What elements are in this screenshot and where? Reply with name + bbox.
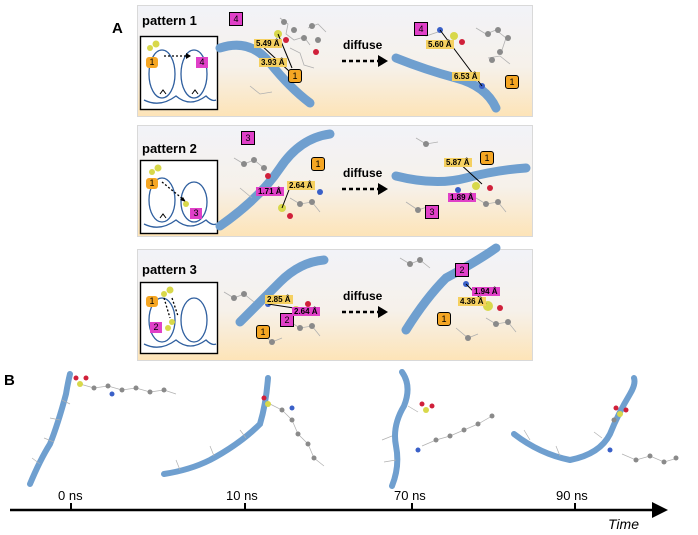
pattern-1-title: pattern 1 bbox=[142, 13, 197, 28]
pattern-2-diffuse-label: diffuse bbox=[343, 166, 383, 180]
pattern-2-before-marker-b: 3 bbox=[241, 131, 255, 145]
pattern-2-diffuse-arrow bbox=[342, 183, 388, 195]
pattern-3-schematic-marker-b: 2 bbox=[150, 322, 162, 333]
pattern-1-schematic-marker-b: 4 bbox=[196, 57, 208, 68]
pattern-3-schematic-marker-a: 1 bbox=[146, 296, 158, 307]
pattern-1-distance-1: 5.49 Å bbox=[254, 39, 282, 48]
pattern-3-title: pattern 3 bbox=[142, 262, 197, 277]
snapshot-70ns bbox=[381, 369, 495, 489]
pattern-1-after-marker-b: 4 bbox=[414, 22, 428, 36]
pattern-2-title: pattern 2 bbox=[142, 141, 197, 156]
snapshot-10ns bbox=[161, 375, 325, 477]
pattern-2-distance-2: 1.71 Å bbox=[256, 187, 284, 196]
pattern-1-before-marker-b: 4 bbox=[229, 12, 243, 26]
pattern-1-distance-2: 3.93 Å bbox=[259, 58, 287, 67]
tick-label-70ns: 70 ns bbox=[394, 488, 426, 503]
pattern-3-schematic bbox=[139, 281, 219, 355]
time-axis-label: Time bbox=[608, 516, 639, 532]
pattern-3-snapshot-before bbox=[223, 255, 329, 345]
pattern-1-distance-3: 5.60 Å bbox=[426, 40, 454, 49]
pattern-3-diffuse-arrow bbox=[342, 306, 388, 318]
tick-label-90ns: 90 ns bbox=[556, 488, 588, 503]
snapshot-90ns bbox=[511, 375, 679, 465]
pattern-3-before-marker-b: 2 bbox=[280, 313, 294, 327]
pattern-2-schematic-marker-b: 3 bbox=[190, 208, 202, 219]
panel-a-label: A bbox=[112, 20, 123, 37]
pattern-1-after-marker-a: 1 bbox=[505, 75, 519, 89]
pattern-3-after-marker-a: 1 bbox=[437, 312, 451, 326]
snapshot-0ns bbox=[27, 371, 177, 487]
pattern-1-diffuse-label: diffuse bbox=[343, 38, 383, 52]
pattern-3-distance-3: 4.36 Å bbox=[458, 297, 486, 306]
time-axis bbox=[10, 502, 668, 518]
pattern-1-schematic bbox=[139, 35, 219, 111]
pattern-3-diffuse-label: diffuse bbox=[343, 289, 383, 303]
pattern-3-distance-2: 2.64 Å bbox=[292, 307, 320, 316]
pattern-1-schematic-marker-a: 1 bbox=[146, 57, 158, 68]
tick-label-0ns: 0 ns bbox=[58, 488, 83, 503]
pattern-2-schematic-marker-a: 1 bbox=[146, 178, 158, 189]
pattern-2-snapshot-before bbox=[215, 129, 335, 231]
pattern-1-distance-4: 6.53 Å bbox=[452, 72, 480, 81]
pattern-2-snapshot-after bbox=[391, 137, 531, 213]
pattern-1-diffuse-arrow bbox=[342, 55, 388, 67]
pattern-2-distance-4: 1.89 Å bbox=[448, 193, 476, 202]
panel-b-label: B bbox=[4, 372, 15, 389]
tick-label-10ns: 10 ns bbox=[226, 488, 258, 503]
pattern-2-distance-3: 5.87 Å bbox=[444, 158, 472, 167]
pattern-3-distance-1: 2.85 Å bbox=[265, 295, 293, 304]
pattern-2-distance-1: 2.64 Å bbox=[287, 181, 315, 190]
pattern-2-schematic bbox=[139, 159, 219, 235]
pattern-1-before-marker-a: 1 bbox=[288, 69, 302, 83]
pattern-3-after-marker-b: 2 bbox=[455, 263, 469, 277]
pattern-2-after-marker-a: 1 bbox=[480, 151, 494, 165]
pattern-2-after-marker-b: 3 bbox=[425, 205, 439, 219]
pattern-3-distance-4: 1.94 Å bbox=[472, 287, 500, 296]
pattern-2-before-marker-a: 1 bbox=[311, 157, 325, 171]
pattern-3-before-marker-a: 1 bbox=[256, 325, 270, 339]
